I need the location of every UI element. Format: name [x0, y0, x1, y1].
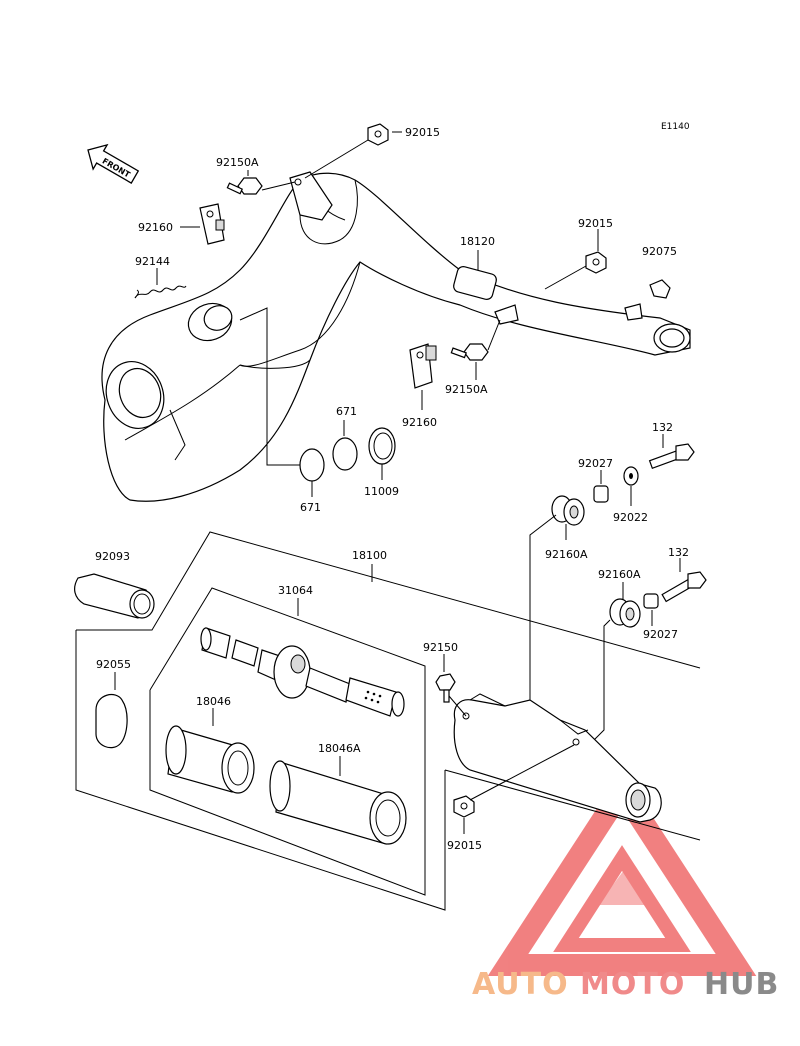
front-arrow-icon: FRONT	[87, 143, 140, 184]
packing-18046	[165, 725, 255, 794]
core-pipe-31064	[200, 627, 405, 717]
label-92160-mid: 92160	[402, 416, 437, 429]
inner-assembly-frame	[149, 587, 426, 896]
label-92015-bottom: 92015	[447, 839, 482, 852]
collar-92027-bottom	[643, 593, 659, 609]
label-92144: 92144	[135, 255, 170, 268]
label-671-bottom: 671	[300, 501, 321, 514]
grommet-92160A-left	[551, 495, 585, 526]
grommet-92160A-right	[609, 598, 641, 628]
label-92160A-left: 92160A	[545, 548, 588, 561]
bolt-92150A-top	[226, 177, 263, 195]
label-671-top: 671	[336, 405, 357, 418]
label-92160A-right: 92160A	[598, 568, 641, 581]
gasket-92055	[95, 693, 128, 749]
label-92150A-top: 92150A	[216, 156, 259, 169]
bolt-92150A-mid	[450, 343, 489, 361]
watermark-moto: MOTO	[580, 967, 685, 1002]
bracket-92160-mid	[409, 343, 437, 389]
label-92150A-mid: 92150A	[445, 383, 488, 396]
collar-92027-top	[593, 485, 609, 503]
gasket-671-top	[332, 437, 358, 471]
label-92055: 92055	[96, 658, 131, 671]
nut-92015-bottom	[453, 795, 475, 818]
label-92150: 92150	[423, 641, 458, 654]
label-92015-right: 92015	[578, 217, 613, 230]
watermark-text: AUTO MOTO HUB	[472, 967, 779, 1002]
bolt-132-bottom	[661, 571, 707, 603]
bolt-92150	[435, 673, 456, 703]
watermark-auto: AUTO	[472, 967, 569, 1002]
gasket-671-bottom	[299, 448, 325, 482]
nut-92015-right	[585, 251, 607, 274]
watermark-logo	[487, 769, 757, 976]
label-132-bottom: 132	[668, 546, 689, 559]
spring-92144	[134, 285, 187, 299]
label-92160-top: 92160	[138, 221, 173, 234]
rubber-92075	[649, 279, 671, 299]
label-92093: 92093	[95, 550, 130, 563]
label-18120: 18120	[460, 235, 495, 248]
bracket-92160-top	[199, 203, 225, 245]
label-92027-bottom: 92027	[643, 628, 678, 641]
label-18100: 18100	[352, 549, 387, 562]
label-92022: 92022	[613, 511, 648, 524]
bolt-132-top	[648, 443, 695, 470]
nut-92015-top	[367, 123, 389, 146]
washer-92022	[623, 466, 639, 486]
sleeve-92093	[74, 573, 155, 619]
silencer-body	[453, 693, 662, 823]
label-92015-top: 92015	[405, 126, 440, 139]
label-132-top: 132	[652, 421, 673, 434]
exhaust-pipe	[101, 171, 691, 502]
label-92027-top: 92027	[578, 457, 613, 470]
label-31064: 31064	[278, 584, 313, 597]
diagram-code: E1140	[661, 122, 690, 132]
silencer-assembly-frame	[75, 531, 701, 911]
packing-18046A	[269, 760, 407, 845]
watermark-hub: HUB	[704, 967, 779, 1002]
label-92075: 92075	[642, 245, 677, 258]
label-18046: 18046	[196, 695, 231, 708]
label-11009: 11009	[364, 485, 399, 498]
label-18046A: 18046A	[318, 742, 361, 755]
gasket-11009	[368, 427, 396, 465]
